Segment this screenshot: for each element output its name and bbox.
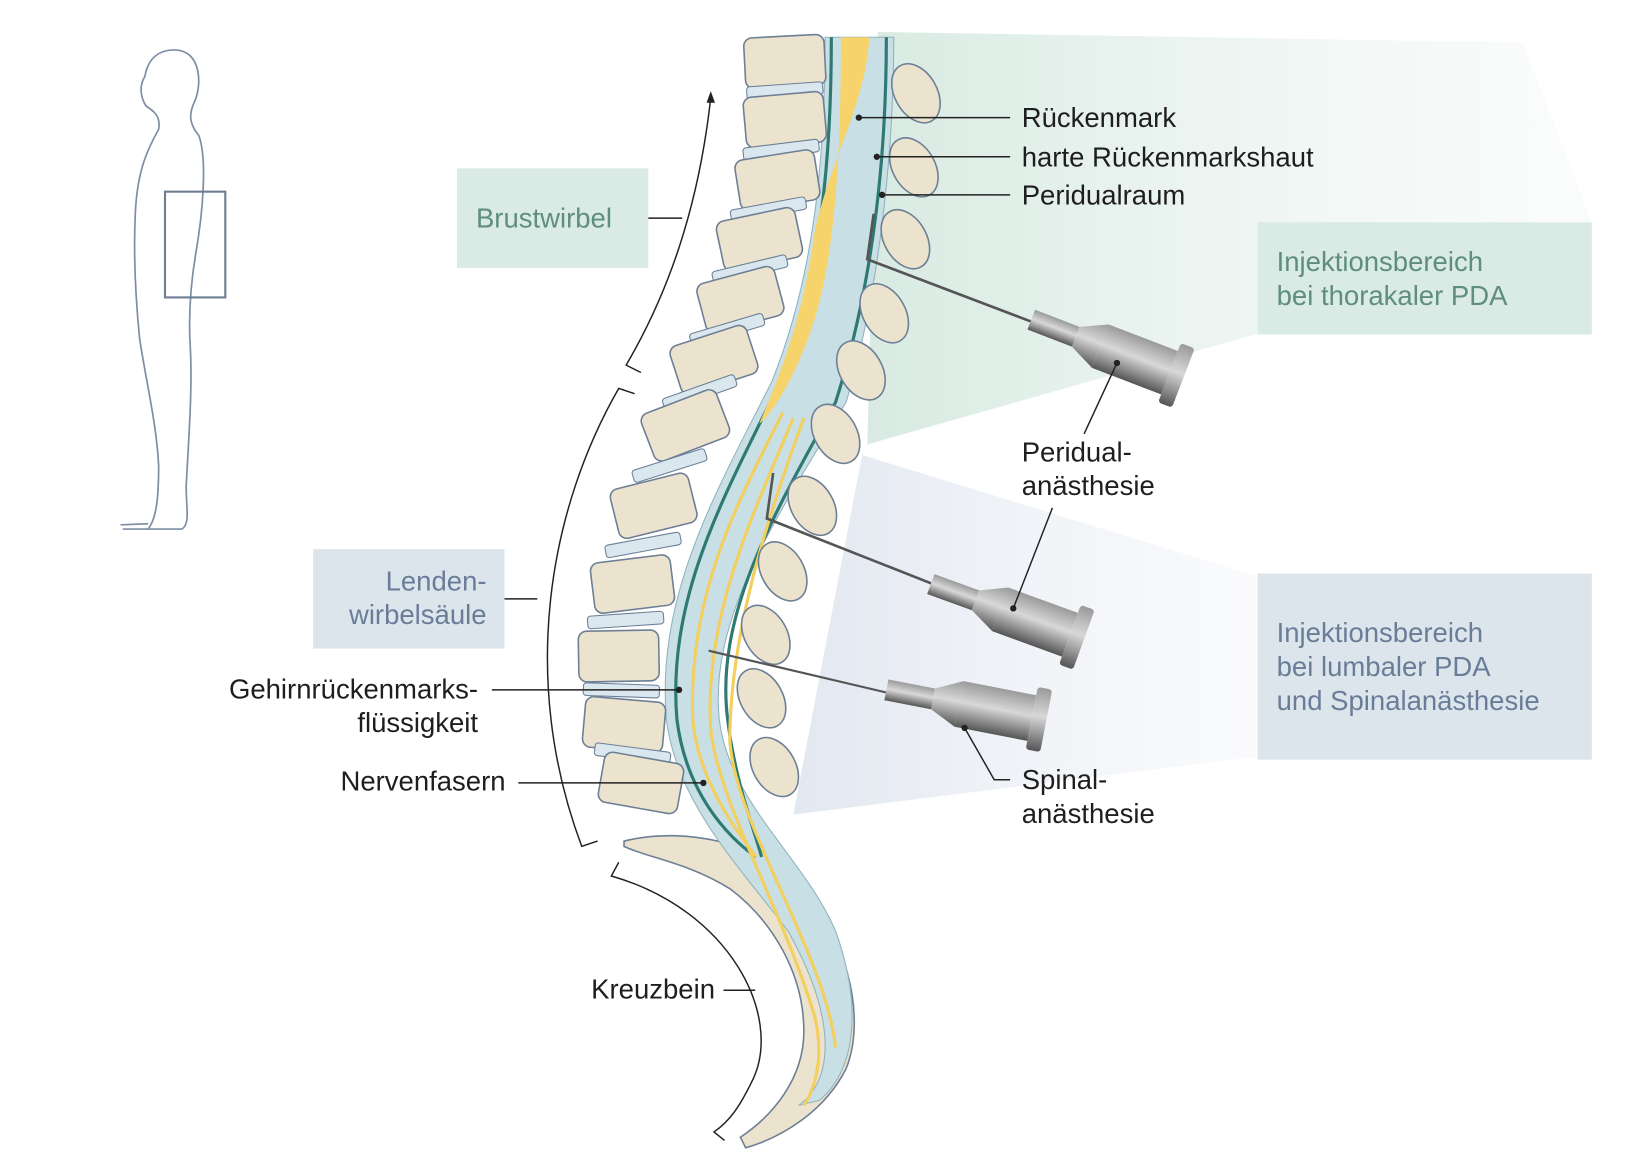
spinous-processes <box>736 63 941 798</box>
spinous-process <box>740 604 791 666</box>
intervertebral-disc <box>586 610 665 630</box>
vertebral-body <box>581 695 667 754</box>
svg-text:Brustwirbel: Brustwirbel <box>476 203 612 234</box>
thoracic-injection-wedge <box>867 31 1592 445</box>
spinous-process <box>787 475 838 537</box>
label-kreuzbein: Kreuzbein <box>591 974 756 1005</box>
spinous-process <box>835 340 886 401</box>
spinal-cord <box>759 37 870 424</box>
svg-text:Nervenfasern: Nervenfasern <box>340 765 505 796</box>
svg-text:Gehirnrückenmarks-flüssigkeit: Gehirnrückenmarks-flüssigkeit <box>229 673 478 738</box>
spinous-process <box>757 541 808 602</box>
vertebral-body <box>577 629 661 683</box>
region-brustwirbel: Brustwirbel <box>456 168 683 268</box>
svg-text:Rückenmark: Rückenmark <box>1022 102 1177 133</box>
label-peridualanaesthesie: Peridual-anästhesie <box>1010 359 1155 612</box>
vertebral-body <box>742 33 827 90</box>
vertebral-body <box>640 388 731 462</box>
svg-text:Lenden-wirbelsäule: Lenden-wirbelsäule <box>348 565 487 630</box>
label-harte-rueckenmarkshaut: harte Rückenmarkshaut <box>873 141 1314 172</box>
label-rueckenmark: Rückenmark <box>855 102 1177 133</box>
sacrum-bracket <box>610 861 762 1141</box>
nerve-fibers <box>690 412 838 1107</box>
spinous-process <box>736 668 787 729</box>
vertebrae <box>577 33 828 815</box>
label-spinalanaesthesie: Spinal-anästhesie <box>961 724 1155 829</box>
intervertebral-disc <box>604 531 682 559</box>
region-lendenwirbelsaeule: Lenden-wirbelsäule <box>313 549 538 649</box>
spinous-process <box>880 209 931 270</box>
spinous-process <box>859 283 910 344</box>
human-figure-icon <box>120 49 227 530</box>
spinous-process <box>890 63 941 124</box>
svg-text:Peridual-anästhesie: Peridual-anästhesie <box>1022 436 1155 501</box>
lumbar-bracket <box>546 387 635 848</box>
thoracic-bracket <box>625 97 712 374</box>
bracket-arrow-icon <box>706 91 715 103</box>
svg-text:harte Rückenmarkshaut: harte Rückenmarkshaut <box>1022 141 1314 172</box>
needle-spinal <box>708 649 1052 752</box>
label-nervenfasern: Nervenfasern <box>340 765 707 796</box>
needle-lumbar-pda <box>765 472 1094 669</box>
svg-text:Peridualraum: Peridualraum <box>1022 179 1186 210</box>
vertebral-body <box>589 554 676 614</box>
intervertebral-disc <box>631 448 708 483</box>
label-gehirnrueckenmarksfluessigkeit: Gehirnrückenmarks-flüssigkeit <box>229 673 683 738</box>
spinous-process <box>749 736 800 798</box>
label-peridualraum: Peridualraum <box>878 179 1186 210</box>
spinous-process <box>810 403 861 465</box>
dura-mater-posterior <box>724 37 888 858</box>
needle-thoracic-pda <box>865 213 1194 407</box>
svg-text:Kreuzbein: Kreuzbein <box>591 974 715 1005</box>
svg-text:Spinal-anästhesie: Spinal-anästhesie <box>1022 764 1155 829</box>
vertebral-body <box>609 472 698 540</box>
